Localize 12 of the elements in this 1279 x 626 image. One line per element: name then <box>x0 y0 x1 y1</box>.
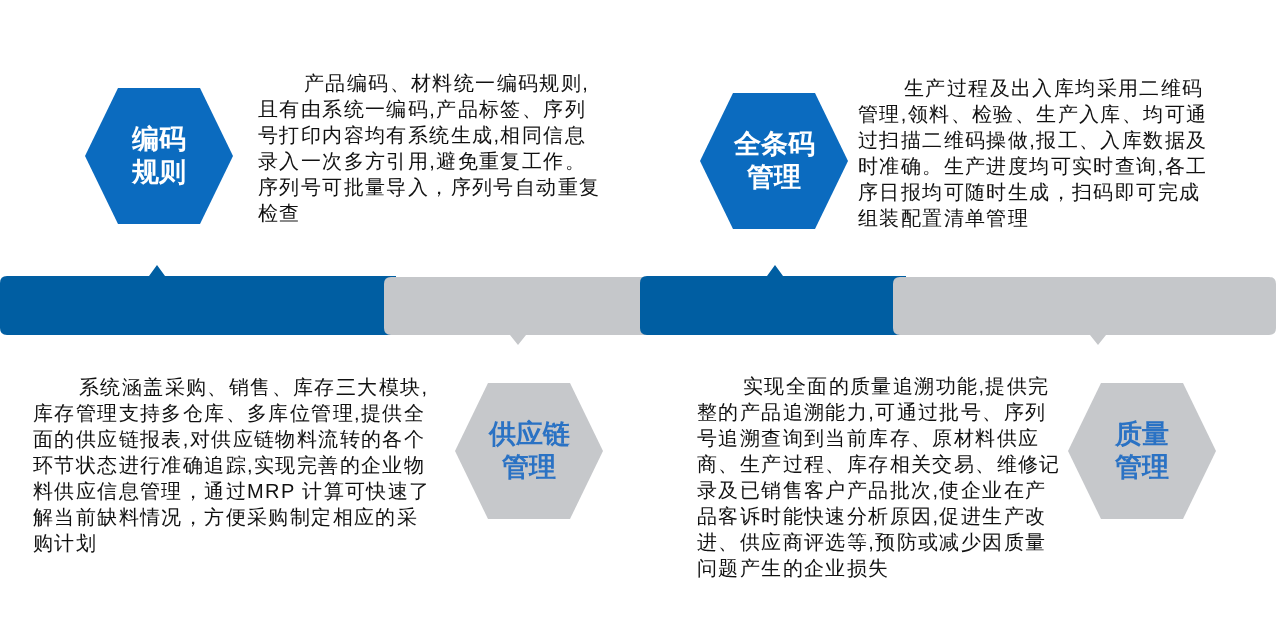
description-text: 生产过程及出入库均采用二维码管理,领料、检验、生产入库、均可通过扫描二维码操做,报工、入库数据及时准确。生产进度均可实时查询,各工序日报均可随时生成，扫码即可完成组装配置清单管理 <box>858 76 1209 231</box>
description-text: 系统涵盖采购、销售、库存三大模块,库存管理支持多仓库、多库位管理,提供全面的供应链报表,对供应链物料流转的各个环节状态进行准确追踪,实现完善的企业物料供应信息管理，通过MRP 计算可快速了解当前缺料情况，方便采购制定相应的采购计划 <box>33 375 432 556</box>
description-text: 实现全面的质量追溯功能,提供完整的产品追溯能力,可通过批号、序列号追溯查询到当前库存、原材料供应商、生产过程、库存相关交易、维修记录及已销售客户产品批次,使企业在产品客诉时能快速分析原因,促进生产改进、供应商评选等,预防或减少因质量问题产生的企业损失 <box>697 374 1062 581</box>
category-title: 供应链管理 <box>487 418 571 484</box>
category-title: 编码规则 <box>131 123 187 189</box>
category-title: 全条码管理 <box>732 128 816 194</box>
hexagon-node <box>85 88 233 224</box>
description-text: 产品编码、材料统一编码规则,且有由系统一编码,产品标签、序列号打印内容均有系统生成,相同信息录入一次多方引用,避免重复工作。序列号可批量导入，序列号自动重复检查 <box>258 71 602 226</box>
hexagon-node <box>1068 383 1216 519</box>
hexagon-node <box>700 93 848 229</box>
hexagon-node <box>455 383 603 519</box>
category-title: 质量管理 <box>1114 418 1170 484</box>
